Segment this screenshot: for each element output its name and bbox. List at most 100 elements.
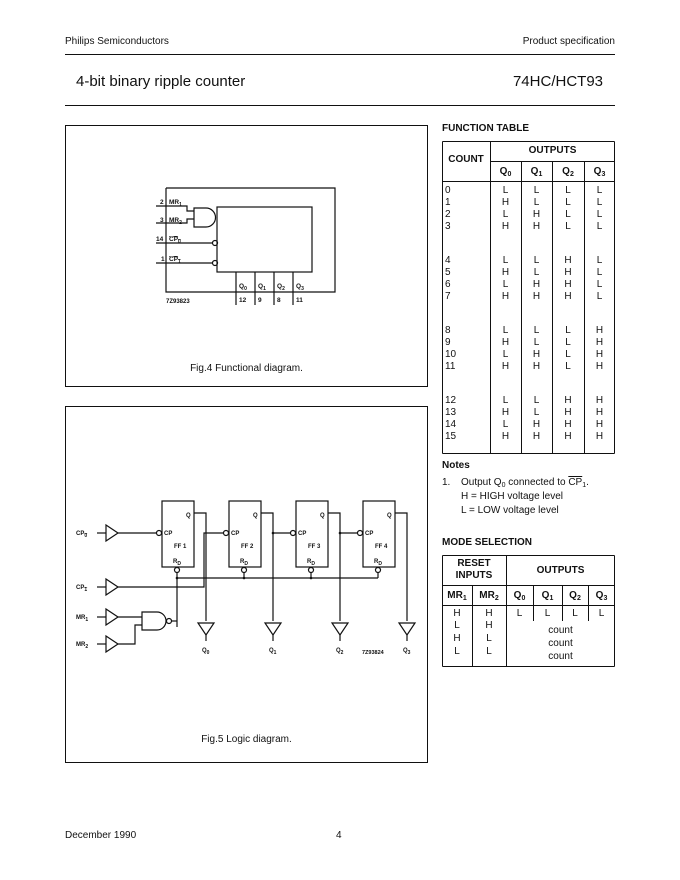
count-value: 13: [445, 407, 457, 418]
output-value: L: [596, 197, 603, 208]
note-number: 1.: [442, 477, 451, 488]
output-value: L: [533, 325, 540, 336]
output-value: L: [533, 255, 540, 266]
output-value: H: [564, 431, 572, 442]
note-line-2: H = HIGH voltage level: [461, 491, 563, 502]
and-gate: [193, 207, 217, 228]
ff2-cp-label: CP: [231, 531, 239, 537]
output-value: L: [565, 197, 571, 208]
column-header-q0: Q0: [499, 166, 512, 178]
fig4-output-label: Q1: [258, 283, 266, 292]
output-value: L: [565, 349, 571, 360]
output-value: H: [532, 419, 541, 430]
outputs-header: OUTPUTS: [536, 565, 585, 576]
output-value: L: [502, 209, 509, 220]
output-value: H: [595, 349, 604, 360]
mode-selection-title: MODE SELECTION: [442, 537, 533, 548]
column-header-q0: Q0: [513, 590, 526, 602]
cp1-buffer: [105, 577, 120, 597]
ff2-rd-label: RD: [240, 559, 248, 567]
count-value: 6: [445, 279, 451, 290]
fig5-input-label: MR1: [76, 615, 88, 623]
fig4-input-label: CP0: [169, 236, 181, 245]
ff4-cp-label: CP: [365, 531, 373, 537]
output-value: H: [501, 267, 510, 278]
mr1-value: H: [453, 633, 461, 644]
ff3-cp-label: CP: [298, 531, 306, 537]
output-value: L: [596, 221, 603, 232]
output-value: L: [565, 337, 571, 348]
company-name: Philips Semiconductors: [65, 36, 169, 47]
fig4-output-pin: 11: [296, 297, 303, 304]
fig4-output-pin: 9: [258, 297, 262, 304]
ff1-q-label: Q: [186, 513, 191, 519]
count-output: count: [548, 638, 573, 649]
mr1-value: L: [454, 620, 460, 631]
output-value: H: [501, 407, 510, 418]
output-value: H: [532, 361, 541, 372]
output-value: H: [595, 395, 604, 406]
fig4-pin-label: 1: [161, 256, 165, 263]
output-value: L: [502, 395, 509, 406]
outer-frame: [165, 187, 336, 293]
output-value: H: [501, 431, 510, 442]
output-value: H: [532, 209, 541, 220]
fig4-output-label: Q2: [277, 283, 285, 292]
ff4-box: [362, 500, 396, 568]
output-value: H: [564, 407, 572, 418]
output-value: L: [565, 185, 571, 196]
mr2-value: L: [486, 646, 492, 657]
logic-diagram: CP0 CP1 MR1 MR2 CP Q FF 1 RD CP Q FF 2 R…: [76, 500, 417, 656]
fig4-drawing-code: 7Z93823: [166, 299, 190, 305]
page-number: 4: [336, 830, 342, 841]
fig4-pin-label: 14: [156, 236, 164, 243]
output-value: L: [565, 361, 571, 372]
part-number: 74HC/HCT93: [512, 73, 603, 90]
fig4-output-pin: 12: [239, 297, 247, 304]
ff3-q-label: Q: [320, 513, 325, 519]
ff1-rd-label: RD: [173, 559, 181, 567]
output-value: L: [565, 325, 571, 336]
fig5-input-label: CP0: [76, 531, 87, 539]
output-value: H: [595, 431, 604, 442]
figure-5-box: CP0 CP1 MR1 MR2 CP Q FF 1 RD CP Q FF 2 R…: [65, 406, 428, 763]
output-value: H: [501, 337, 510, 348]
count-value: 4: [445, 255, 451, 266]
output-value: H: [564, 291, 572, 302]
column-header-mr1: MR1: [447, 590, 467, 602]
column-header-q3: Q3: [595, 590, 608, 602]
output-value: H: [564, 419, 572, 430]
output-value: L: [596, 291, 603, 302]
column-header-q3: Q3: [593, 166, 606, 178]
mr2-value: L: [486, 633, 492, 644]
output-value: L: [533, 395, 540, 406]
function-table-grid: [442, 141, 615, 454]
count-value: 2: [445, 209, 451, 220]
output-value: L: [596, 185, 603, 196]
output-value: L: [596, 267, 603, 278]
output-value: L: [533, 267, 540, 278]
output-value: H: [501, 197, 510, 208]
nand-gate: [141, 611, 167, 631]
output-value: H: [564, 267, 572, 278]
fig5-output-label: Q3: [403, 648, 411, 656]
functional-diagram: 2 MR1 3 MR2 14 CP0 1 CP1 Q0 Q1 Q2 Q3 12 …: [156, 187, 336, 305]
fig4-input-label: MR2: [169, 217, 182, 226]
page-title: 4-bit binary ripple counter: [76, 73, 246, 90]
ff3-label: FF 3: [308, 544, 321, 550]
count-value: 1: [445, 197, 451, 208]
note-line-1: Output Q0 connected to CP1.: [461, 477, 589, 489]
note-line-3: L = LOW voltage level: [461, 505, 559, 516]
output-value: H: [595, 361, 604, 372]
count-value: 14: [445, 419, 457, 430]
fig5-input-label: MR2: [76, 642, 88, 650]
output-value: H: [532, 431, 541, 442]
mr2-buffer: [105, 634, 120, 654]
figure-4-caption: Fig.4 Functional diagram.: [190, 363, 303, 374]
ff4-rd-label: RD: [374, 559, 382, 567]
count-value: 5: [445, 267, 451, 278]
column-header-q2: Q2: [569, 590, 581, 602]
q2-buffer: [330, 622, 350, 637]
ff4-q-label: Q: [387, 513, 392, 519]
count-output: count: [548, 625, 573, 636]
